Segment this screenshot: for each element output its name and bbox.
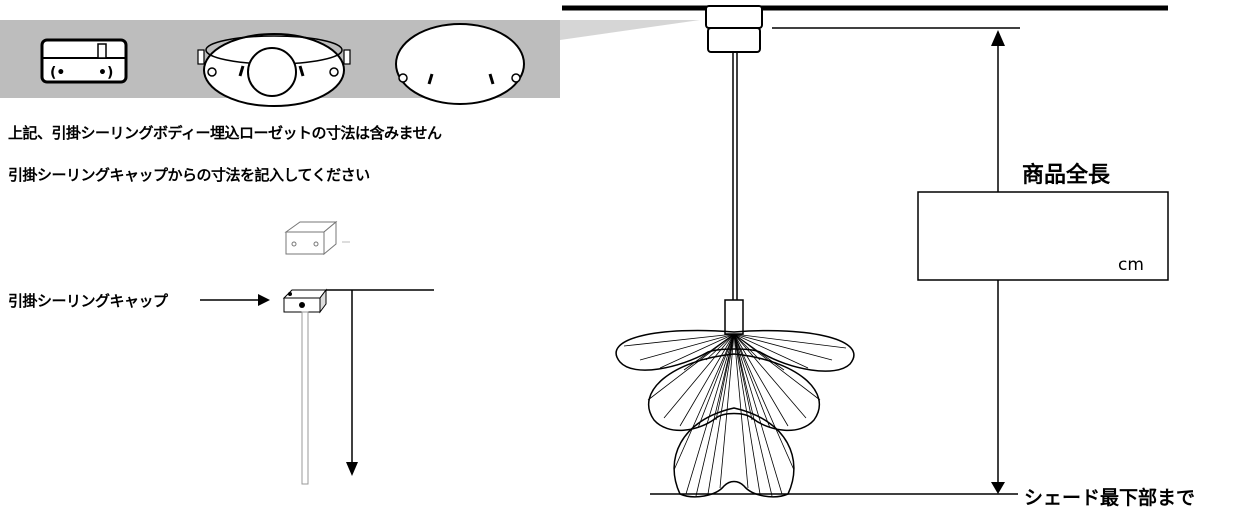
length-input-box [917,191,1169,281]
ceiling-body-icon: (• •) [40,38,128,84]
ceiling-fittings-banner: (• •) [0,20,700,107]
ceiling-cap-floating-icon [284,220,350,256]
cap-label: 引掛シーリングキャップ [8,292,168,310]
ceiling-cap-attached-icon [282,288,327,314]
note-excluded-dimension: 上記、引掛シーリングボディー埋込ローゼットの寸法は含みません [8,124,442,142]
length-dimension [650,27,1169,495]
svg-text:•): •) [98,65,113,81]
shade-bottom-label: シェード最下部まで [1024,487,1196,509]
pendant-lamp [562,5,1168,498]
note-measure-from-cap: 引掛シーリングキャップからの寸法を記入してください [8,166,370,184]
length-unit: cm [1118,255,1144,275]
rosette-icon [395,23,525,105]
embedded-rosette-icon [197,33,351,107]
total-length-title: 商品全長 [1022,163,1111,188]
cap-detail-diagram [200,220,434,485]
svg-text:(•: (• [50,65,65,81]
